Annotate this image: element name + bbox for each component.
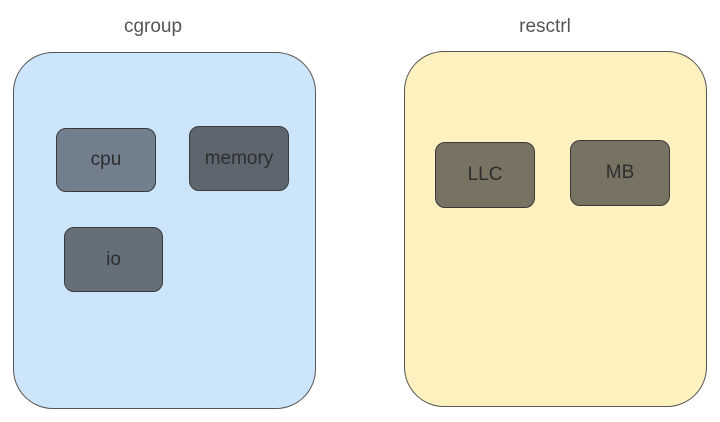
cgroup-item-io: io [64,227,163,292]
cgroup-item-cpu: cpu [56,128,156,192]
cgroup-item-label: io [106,248,121,270]
resctrl-panel: LLC MB [404,51,707,407]
resctrl-item-llc: LLC [435,142,535,208]
resctrl-item-label: MB [605,162,635,183]
cgroup-item-memory: memory [189,126,289,191]
cgroup-item-label: cpu [90,149,122,170]
resctrl-item-label: LLC [467,164,503,185]
resctrl-item-mb: MB [570,140,670,206]
resctrl-title: resctrl [519,16,571,37]
cgroup-item-label: memory [204,147,274,169]
cgroup-title: cgroup [123,16,183,37]
cgroup-panel: cpu memory io [13,52,316,409]
